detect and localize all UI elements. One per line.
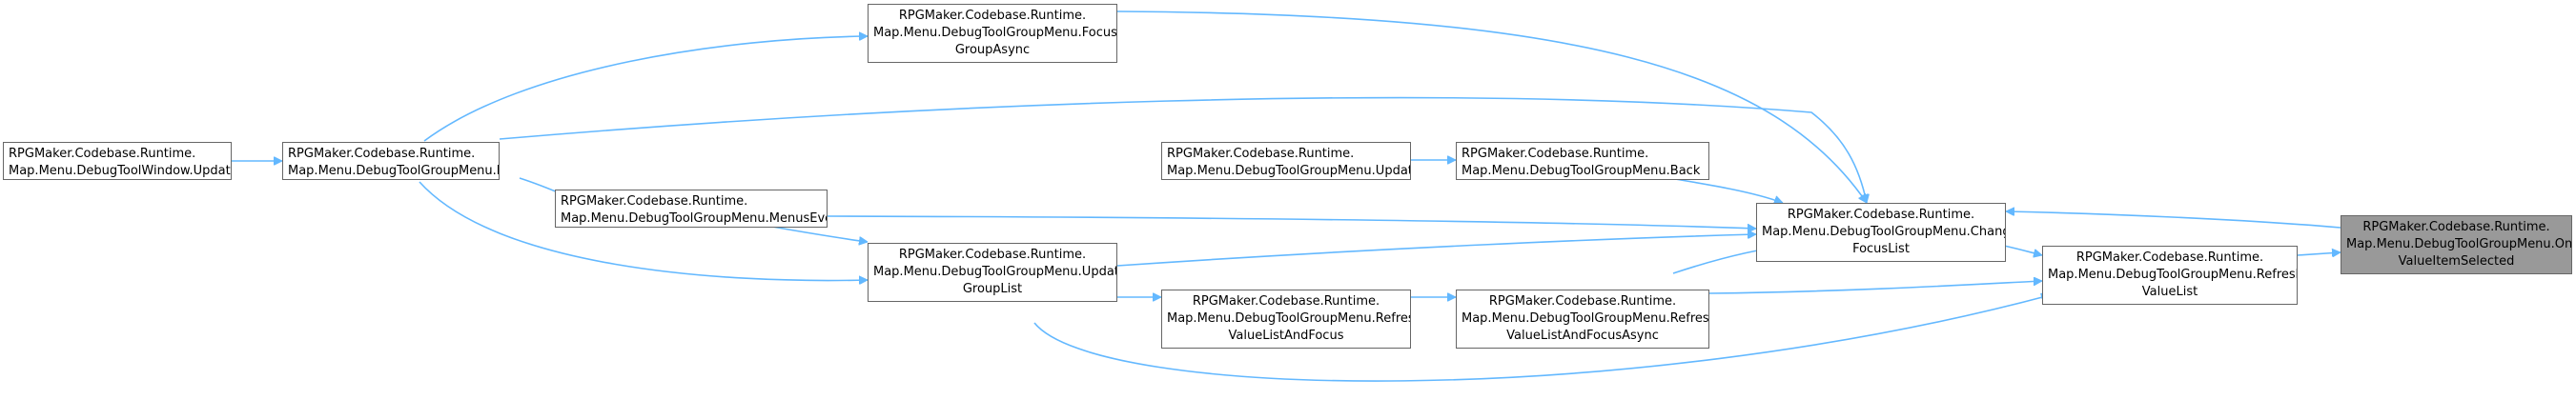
edge-refresh-value-list-to-on-value-item-selected (2297, 252, 2341, 255)
edge-focus-group-async-to-change-focus-list (1116, 10, 1868, 203)
edge-on-value-item-selected-to-change-focus-list (2006, 211, 2341, 229)
edge-change-focus-list-to-refresh-value-list (2003, 245, 2042, 255)
node-refresh-value-list-and-focus-async[interactable]: RPGMaker.Codebase.Runtime. Map.Menu.Debu… (1456, 290, 1709, 349)
edge-init-to-change-focus-list (499, 96, 1867, 203)
edge-update-group-list-to-change-focus-list (1116, 234, 1756, 267)
node-change-focus-list[interactable]: RPGMaker.Codebase.Runtime. Map.Menu.Debu… (1756, 203, 2006, 262)
node-menus-event[interactable]: RPGMaker.Codebase.Runtime. Map.Menu.Debu… (555, 190, 828, 228)
edge-menus-event-to-update-group-list (771, 226, 868, 242)
node-update-group-list[interactable]: RPGMaker.Codebase.Runtime. Map.Menu.Debu… (868, 243, 1117, 302)
node-debug-tool-window-update[interactable]: RPGMaker.Codebase.Runtime. Map.Menu.Debu… (3, 142, 232, 180)
node-group-menu-update[interactable]: RPGMaker.Codebase.Runtime. Map.Menu.Debu… (1161, 142, 1411, 180)
node-focus-group-async[interactable]: RPGMaker.Codebase.Runtime. Map.Menu.Debu… (868, 4, 1117, 63)
edge-menus-event-to-change-focus-list (827, 215, 1756, 229)
edge-async-to-refresh-value-list (1708, 281, 2042, 294)
edge-init-to-update-group-list (419, 181, 868, 281)
edge-back-to-change-focus-list (1663, 176, 1783, 203)
node-group-menu-init[interactable]: RPGMaker.Codebase.Runtime. Map.Menu.Debu… (282, 142, 500, 180)
node-on-value-item-selected: RPGMaker.Codebase.Runtime. Map.Menu.Debu… (2341, 215, 2572, 274)
edge-update-group-list-to-refresh-value-list (1033, 295, 2050, 382)
node-refresh-value-list-and-focus[interactable]: RPGMaker.Codebase.Runtime. Map.Menu.Debu… (1161, 290, 1411, 349)
node-refresh-value-list[interactable]: RPGMaker.Codebase.Runtime. Map.Menu.Debu… (2042, 246, 2298, 305)
node-group-menu-back[interactable]: RPGMaker.Codebase.Runtime. Map.Menu.Debu… (1456, 142, 1709, 180)
edge-init-to-focus-group-async (423, 36, 868, 142)
